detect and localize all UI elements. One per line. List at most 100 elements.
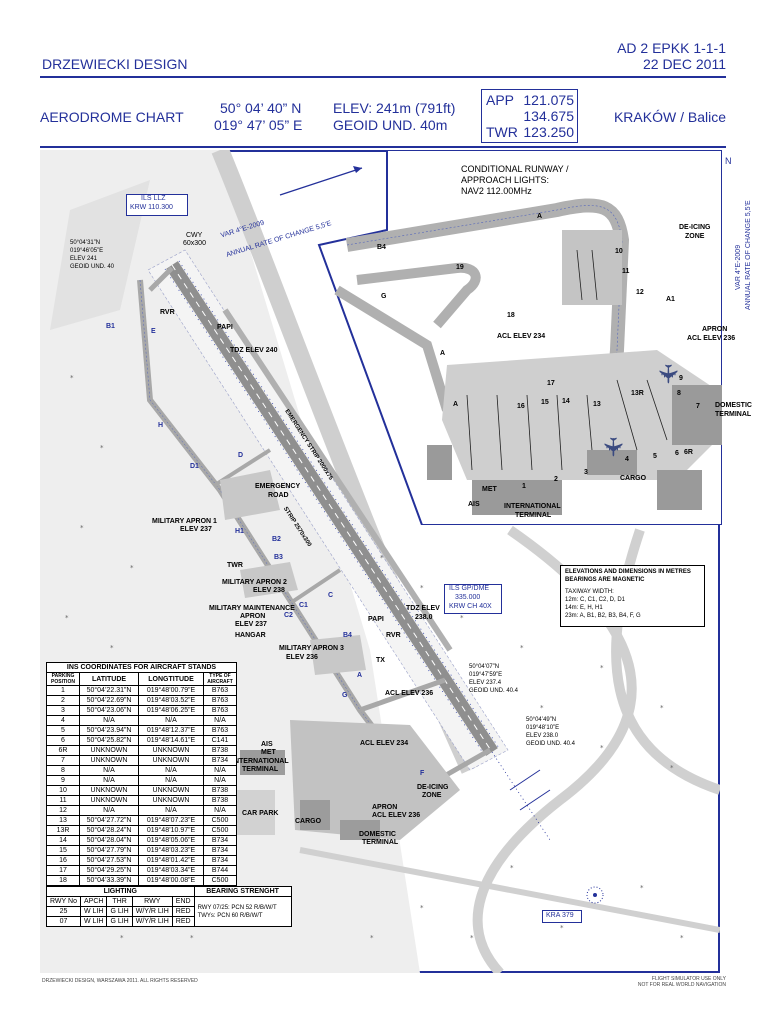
- inset-stand: 3: [584, 469, 588, 476]
- end07-lon: 019°48’10”E: [526, 725, 560, 731]
- military-apron-1: [220, 470, 280, 520]
- twy-label: C: [328, 592, 334, 599]
- ins-cell: N/A: [79, 805, 139, 816]
- aerodrome-lon: 019° 47’ 05” E: [214, 117, 303, 133]
- inset-apron-1: APRON: [702, 326, 728, 333]
- rvr2-label: RVR: [386, 632, 401, 639]
- lighting-cell: 07: [46, 916, 81, 927]
- inset-stand: 9: [679, 375, 683, 382]
- ins-cell: 50°04’27.53”N: [79, 855, 139, 866]
- inset-stand: 16: [517, 403, 525, 410]
- aerodrome-chart: *** *** *** *** *** *** *** ***: [40, 150, 752, 973]
- ins-table: INS COORDINATES FOR AIRCRAFT STANDS PARK…: [46, 662, 237, 896]
- mil-maint-1: MILITARY MAINTENANCE: [209, 605, 295, 612]
- inset-stand: 4: [625, 456, 629, 463]
- ins-cell: N/A: [203, 805, 237, 816]
- footer-disclaimer-2: NOT FOR REAL WORLD NAVIGATION: [637, 982, 726, 988]
- ins-cell: 50°04’23.94”N: [79, 725, 139, 736]
- thr25-elev: ELEV 241: [70, 256, 98, 262]
- ins-cell: 10: [46, 785, 80, 796]
- lighting-cell: RED: [171, 906, 195, 917]
- ins-col-header: LONGTITUDE: [138, 672, 204, 686]
- inset-stand: 5: [653, 453, 657, 460]
- ins-cell: 019°48’05.06”E: [138, 835, 204, 846]
- ins-cell: 13: [46, 815, 80, 826]
- ins-cell: 4: [46, 715, 80, 726]
- ins-cell: C500: [203, 815, 237, 826]
- inset-intl-1: INTERNATIONAL: [504, 503, 561, 510]
- mil-apron2-2: ELEV 238: [253, 587, 285, 594]
- apron-2: ACL ELEV 236: [372, 812, 421, 819]
- end07-lat: 50°04’49”N: [526, 717, 557, 723]
- ins-cell: B734: [203, 855, 237, 866]
- mil-apron1-2: ELEV 237: [180, 526, 212, 533]
- ins-cell: UNKNOWN: [138, 745, 204, 756]
- ins-cell: B734: [203, 755, 237, 766]
- thr07-lat: 50°04’07”N: [469, 664, 500, 670]
- lighting-col: RWY No: [46, 896, 81, 907]
- mil-apron1-1: MILITARY APRON 1: [152, 518, 217, 525]
- kra-379-label: KRA 379: [546, 912, 574, 919]
- inset-twy: G: [381, 293, 387, 300]
- ins-cell: N/A: [138, 805, 204, 816]
- ins-col-header: LATITUDE: [79, 672, 139, 686]
- ins-cell: 019°48’03.34”E: [138, 865, 204, 876]
- inset-domestic-2: TERMINAL: [715, 411, 752, 418]
- thr07-lon: 019°47’59”E: [469, 672, 503, 678]
- doc-id: AD 2 EPKK 1-1-1: [617, 40, 726, 56]
- geoid-undulation: GEOID UND. 40m: [333, 117, 448, 133]
- papi2-label: PAPI: [368, 616, 384, 623]
- papi-label: PAPI: [217, 324, 233, 331]
- twy-label: F: [420, 770, 425, 777]
- inset-cargo: CARGO: [620, 475, 647, 482]
- ils-gp-label: ILS GP/DME: [449, 585, 490, 592]
- lighting-cell: W LIH: [79, 916, 108, 927]
- ins-cell: 50°04’33.39”N: [79, 875, 139, 886]
- svg-text:*: *: [190, 934, 194, 942]
- ins-cell: 18: [46, 875, 80, 886]
- car-park-label: CAR PARK: [242, 810, 279, 817]
- ins-cell: 5: [46, 725, 80, 736]
- inset-twy: A1: [666, 296, 675, 303]
- taxiway-connector: [290, 568, 342, 604]
- ins-cell: B763: [203, 705, 237, 716]
- twy-label: B1: [106, 323, 115, 330]
- ins-cell: 50°04’28.04”N: [79, 835, 139, 846]
- inset-ais: AIS: [468, 501, 480, 508]
- ins-cell: N/A: [203, 765, 237, 776]
- tdz238-label: TDZ ELEV: [406, 605, 440, 612]
- svg-text:*: *: [510, 864, 514, 872]
- ins-cell: 50°04’23.06”N: [79, 705, 139, 716]
- chart-title: AERODROME CHART: [40, 109, 184, 125]
- svg-text:*: *: [560, 924, 564, 932]
- twr-label: TWR: [227, 562, 243, 569]
- ins-cell: 019°48’00.08”E: [138, 875, 204, 886]
- ins-cell: 16: [46, 855, 80, 866]
- lighting-cell: W LIH: [79, 906, 108, 917]
- ins-cell: N/A: [79, 715, 139, 726]
- inset-stand: 19: [456, 264, 464, 271]
- inset-stand: 11: [622, 268, 630, 275]
- svg-text:*: *: [470, 934, 474, 942]
- trees: *** *** *** *** *** *** *** ***: [65, 374, 684, 942]
- inset-deicing-1: DE-ICING: [679, 224, 711, 231]
- thr25-geoid: GEOID UND. 40: [70, 264, 115, 270]
- ins-cell: N/A: [138, 775, 204, 786]
- svg-text:*: *: [100, 444, 104, 452]
- approach-lights-cross: [519, 789, 551, 811]
- inset-stand: 12: [636, 289, 644, 296]
- cwy-label: CWY: [186, 232, 203, 239]
- ins-cell: B744: [203, 865, 237, 876]
- taxiway-connector: [359, 677, 446, 713]
- ins-cell: N/A: [79, 775, 139, 786]
- cargo-label: CARGO: [295, 818, 322, 825]
- hangar-label: HANGAR: [235, 632, 266, 639]
- twy-label: D: [238, 452, 244, 459]
- rvr-label: RVR: [160, 309, 175, 316]
- emergency-strip: [222, 308, 453, 652]
- lighting-col: END: [171, 896, 195, 907]
